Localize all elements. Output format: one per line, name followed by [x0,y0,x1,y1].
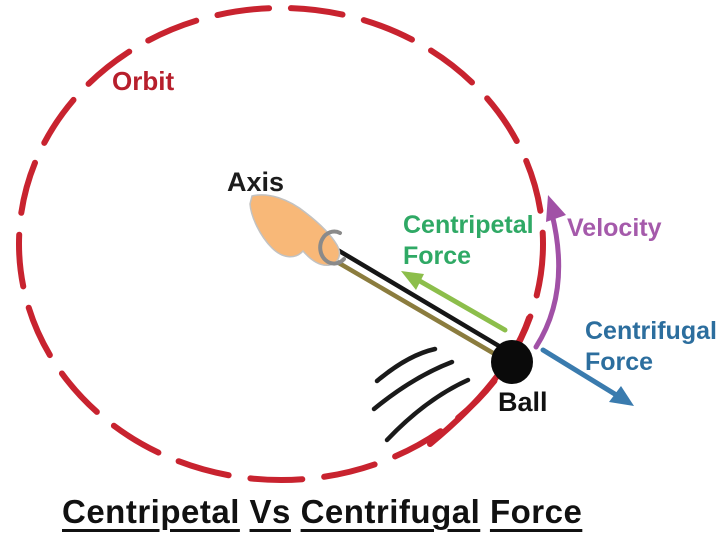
centripetal-arrow-shaft [415,277,508,333]
hand-forearm [249,194,341,267]
centrifugal-arrow [540,347,634,406]
ball-label: Ball [498,387,548,417]
centrifugal-force-label-line2: Force [585,347,654,376]
title-word-2: Vs [249,493,291,530]
title-word-4: Force [489,493,583,530]
velocity-arrow [533,195,566,350]
motion-swoosh-1 [374,346,438,384]
centripetal-arrow-head [401,271,424,290]
string-olive [329,256,508,363]
centrifugal-arrow-head [609,386,634,406]
orbit-circle [16,5,546,483]
axis-label: Axis [227,167,285,197]
string-black [333,246,512,355]
ball [491,340,533,384]
centrifugal-force-label-line1: Centrifugal [585,317,717,345]
hand-icon [249,194,346,267]
motion-swoosh-3 [384,377,471,443]
orbit-solid-segment [427,315,532,447]
finger-curl [318,229,346,266]
centrifugal-arrow-shaft [540,347,621,399]
motion-swoosh-2 [371,359,455,412]
page-title: Centripetal Vs Centrifugal Force [62,493,702,531]
title-word-3: Centrifugal [300,493,481,530]
orbit-label: Orbit [112,66,175,96]
centripetal-force-label-line2: Force [403,241,472,270]
velocity-arrow-shaft [533,211,562,350]
title-word-1: Centripetal [62,493,240,530]
motion-swoosh-lines [371,346,471,443]
velocity-label: Velocity [567,214,662,242]
centripetal-arrow [401,271,508,333]
centripetal-force-label-line1: Centripetal [403,211,534,239]
velocity-arrow-head [546,195,566,222]
